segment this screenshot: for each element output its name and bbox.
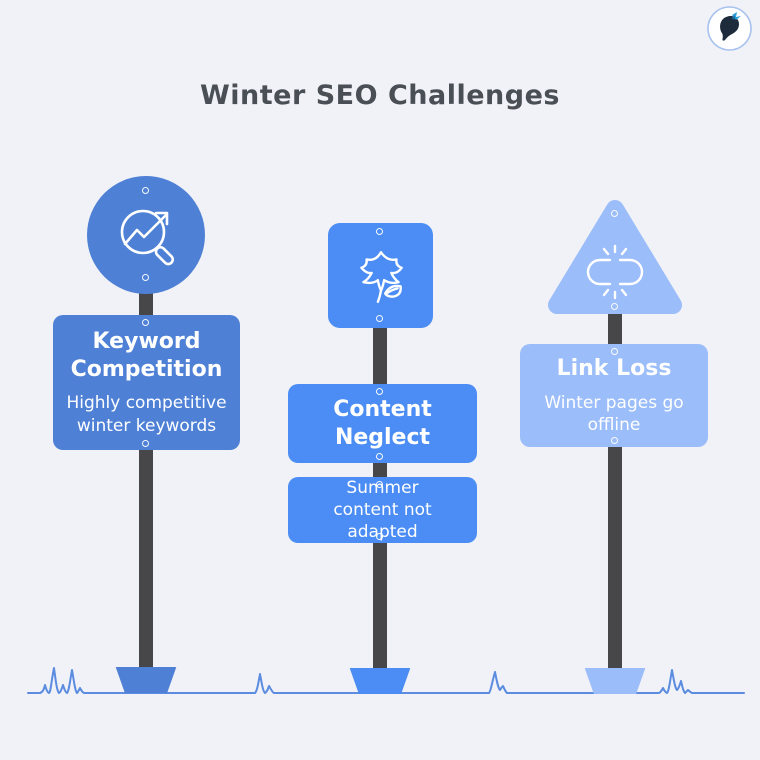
page-title: Winter SEO Challenges	[200, 80, 560, 111]
screw	[142, 187, 149, 194]
screw	[611, 348, 618, 355]
ground-line	[0, 655, 760, 715]
screw	[376, 228, 383, 235]
sign-heading: Link Loss	[556, 356, 672, 382]
signpost-base	[349, 668, 411, 694]
sign-description: Winter pages go offline	[544, 392, 684, 435]
screw	[376, 315, 383, 322]
signpost-base	[115, 667, 177, 693]
sign-description: Summer content not adapted	[333, 477, 432, 543]
sign-heading: Content Neglect	[333, 397, 432, 450]
screw	[376, 533, 383, 540]
screw	[376, 453, 383, 460]
screw	[611, 210, 618, 217]
sign-description: Highly competitive winter keywords	[66, 393, 227, 436]
signpost-base	[584, 668, 646, 694]
broken-link-icon	[586, 244, 644, 300]
sign-shape-square	[328, 223, 433, 328]
screw	[376, 388, 383, 395]
screw	[376, 481, 383, 488]
screw	[611, 437, 618, 444]
screw	[142, 440, 149, 447]
sign-board: Summer content not adapted	[288, 477, 477, 543]
leaf-icon	[359, 250, 403, 303]
sign-heading: Keyword Competition	[70, 329, 223, 382]
search-trend-icon	[120, 209, 175, 266]
brand-logo-icon	[707, 6, 752, 51]
screw	[611, 303, 618, 310]
screw	[142, 274, 149, 281]
sign-board: Keyword Competition Highly competitive w…	[53, 315, 240, 450]
sign-board: Link Loss Winter pages go offline	[520, 344, 708, 447]
sign-board: Content Neglect	[288, 384, 477, 463]
screw	[142, 319, 149, 326]
brand-logo	[706, 5, 753, 52]
